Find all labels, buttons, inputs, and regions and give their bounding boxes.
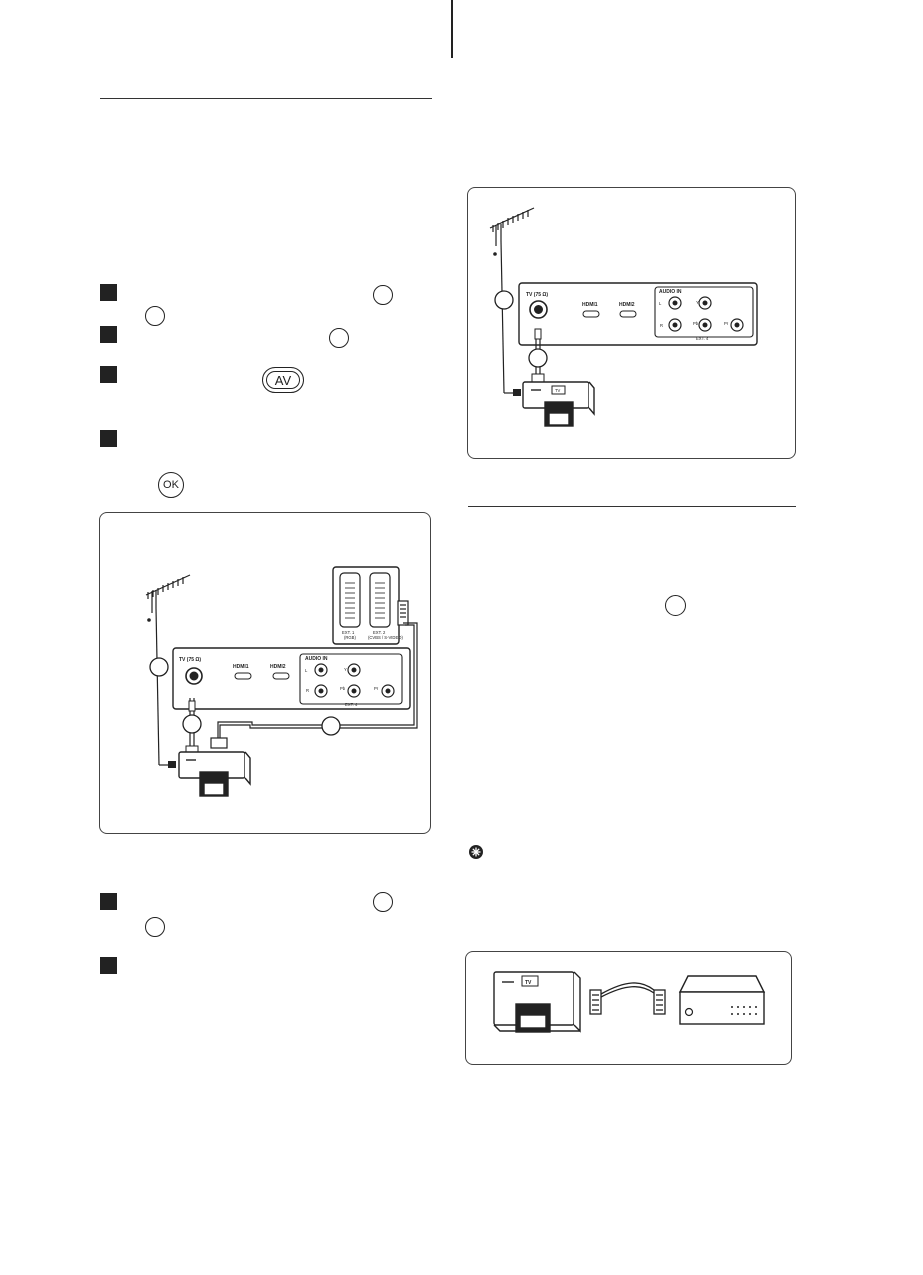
pb-label: Pb [340,686,346,691]
antenna-connection-diagram: TV (75 Ω) HDMI1 HDMI2 AUDIO IN L R Y Pb … [489,207,758,427]
callout-circle [329,328,349,348]
set-top-box-icon [678,975,766,1025]
antenna-icon [489,207,535,394]
step-marker-2 [100,326,117,343]
ext2-label: EXT. 2 [373,630,386,635]
recorder-icon [178,751,251,797]
hdmi1-label: HDMI1 [233,664,249,670]
hdmi1-label: HDMI1 [582,302,598,308]
step-marker-6 [100,957,117,974]
tv-port-label: TV (75 Ω) [179,657,201,663]
y-label: Y [344,667,347,672]
scart-cable-icon [589,982,666,1015]
tv-port-label: TV (75 Ω) [526,292,548,298]
tv-back-panel [518,282,758,346]
y-label: Y [696,300,699,305]
callout-circle [665,595,686,616]
audio-in-label: AUDIO IN [305,656,328,662]
column-divider [451,0,453,58]
callout-circle [373,285,393,305]
tv-back-panel [172,647,411,710]
diagram-panel-scart: EXT. 1 (RGB) EXT. 2 (CVBS / S-VIDEO) TV … [99,512,431,834]
scart-plug-icon [397,600,409,626]
step-marker-3 [100,366,117,383]
diagram-panel-scart-cable: TV [465,951,792,1065]
step-marker-1 [100,284,117,301]
ext4-label: EXT. 4 [696,336,709,341]
audio-in-label: AUDIO IN [659,289,682,295]
callout-circle [145,917,165,937]
step-marker-5 [100,893,117,910]
r-label: R [660,323,663,328]
recorder-icon [493,971,581,1033]
ext1-sublabel: (RGB) [344,635,356,640]
av-button-icon: AV [262,367,304,393]
scart-connection-diagram: EXT. 1 (RGB) EXT. 2 (CVBS / S-VIDEO) TV … [145,566,418,797]
section-rule-left [100,98,432,99]
ext1-label: EXT. 1 [342,630,355,635]
callout-circle [145,306,165,326]
ext2-sublabel: (CVBS / S-VIDEO) [368,635,404,640]
hdmi2-label: HDMI2 [619,302,635,308]
scart-cable-diagram: TV [493,971,766,1033]
diagram-panel-antenna: TV (75 Ω) HDMI1 HDMI2 AUDIO IN L R Y Pb … [467,187,796,459]
tv-badge: TV [555,388,561,393]
ok-button-icon: OK [158,472,184,498]
callout-circle [373,892,393,912]
pr-label: Pr [374,686,379,691]
tv-badge: TV [525,980,532,986]
section-rule-right [468,506,796,507]
r-label: R [306,688,309,693]
l-label: L [659,301,662,306]
tip-icon [469,845,483,859]
pb-label: Pb [693,321,699,326]
step-marker-4 [100,430,117,447]
hdmi2-label: HDMI2 [270,664,286,670]
l-label: L [305,668,308,673]
pr-label: Pr [724,321,729,326]
antenna-icon [145,574,191,766]
ext4-label: EXT. 4 [345,702,358,707]
recorder-icon [522,381,595,427]
